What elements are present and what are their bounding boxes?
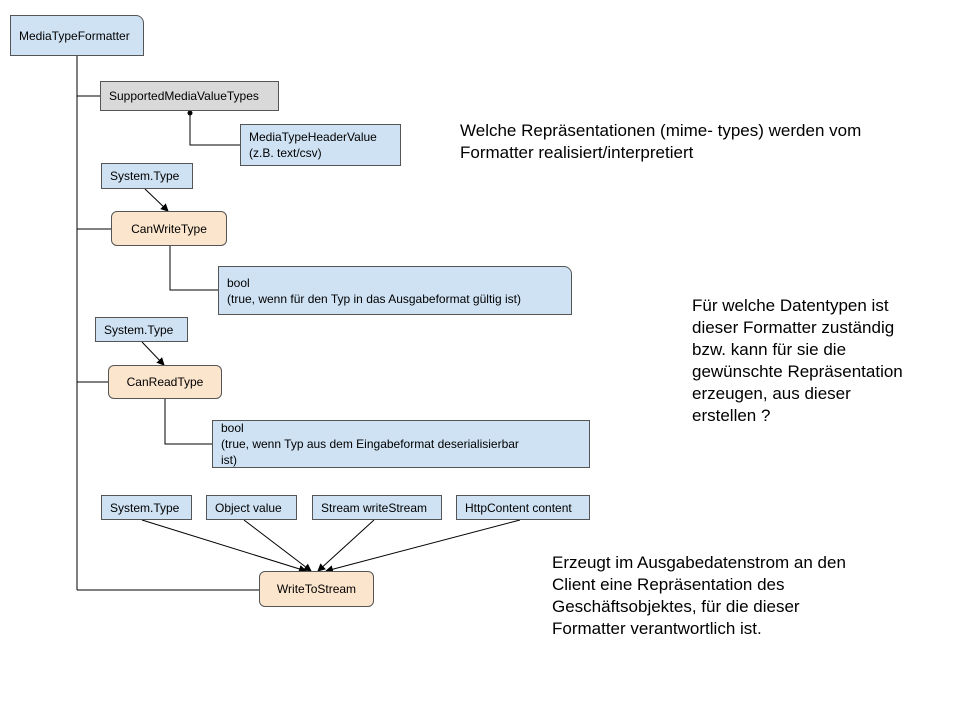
- arrow-type3-write: [141, 519, 307, 573]
- node-bool-2-label: bool: [221, 421, 244, 435]
- node-http-content-content: HttpContent content: [456, 495, 590, 520]
- node-bool-1: bool (true, wenn für den Typ in das Ausg…: [218, 266, 572, 315]
- note-mime-types-line: Welche Repräsentationen (mime- types) we…: [460, 121, 862, 140]
- node-media-type-formatter: MediaTypeFormatter: [10, 15, 144, 56]
- note-write-stream-line: Formatter verantwortlich ist.: [552, 619, 762, 638]
- note-write-stream: Erzeugt im Ausgabedatenstrom an den Clie…: [552, 552, 846, 640]
- note-write-stream-line: Client eine Repräsentation des: [552, 575, 785, 594]
- note-write-stream-line: Erzeugt im Ausgabedatenstrom an den: [552, 553, 846, 572]
- node-system-type-2: System.Type: [95, 317, 188, 342]
- node-system-type-3: System.Type: [101, 495, 192, 520]
- node-system-type-1: System.Type: [101, 163, 193, 189]
- node-can-read-type: CanReadType: [108, 365, 222, 399]
- arrow-object-write: [243, 519, 312, 572]
- note-write-stream-line: Geschäftsobjektes, für die dieser: [552, 597, 800, 616]
- node-media-type-formatter-label: MediaTypeFormatter: [19, 28, 130, 43]
- node-stream-write-stream: Stream writeStream: [312, 495, 442, 520]
- note-data-types-line: bzw. kann für sie die: [692, 340, 847, 359]
- node-can-read-type-label: CanReadType: [126, 375, 204, 389]
- node-stream-write-stream-label: Stream writeStream: [321, 500, 428, 515]
- node-bool-2-desc-line1: (true, wenn Typ aus dem Eingabeformat de…: [221, 437, 519, 451]
- node-write-to-stream-label: WriteToStream: [276, 582, 357, 596]
- node-media-type-header-value-example: (z.B. text/csv): [249, 146, 322, 160]
- note-data-types: Für welche Datentypen ist dieser Formatt…: [692, 295, 903, 427]
- note-data-types-line: dieser Formatter zuständig: [692, 318, 895, 337]
- arrow-type1-canwrite: [144, 188, 169, 212]
- note-data-types-line: Für welche Datentypen ist: [692, 296, 889, 315]
- note-data-types-line: erzeugen, aus dieser: [692, 384, 851, 403]
- node-media-type-header-value: MediaTypeHeaderValue (z.B. text/csv): [240, 124, 401, 166]
- node-bool-1-desc: (true, wenn für den Typ in das Ausgabefo…: [227, 291, 521, 306]
- node-bool-1-label: bool: [227, 275, 250, 290]
- node-supported-media-value-types: SupportedMediaValueTypes: [100, 81, 279, 111]
- note-mime-types-line: Formatter realisiert/interpretiert: [460, 143, 694, 162]
- node-system-type-3-label: System.Type: [110, 500, 180, 515]
- node-supported-media-value-types-label: SupportedMediaValueTypes: [109, 89, 259, 103]
- aggregation-dot: [187, 110, 193, 116]
- note-data-types-line: gewünschte Repräsentation: [692, 362, 903, 381]
- arrow-http-write: [325, 519, 521, 574]
- node-bool-2: bool (true, wenn Typ aus dem Eingabeform…: [212, 420, 590, 468]
- node-object-value: Object value: [206, 495, 297, 520]
- node-can-write-type-label: CanWriteType: [131, 221, 207, 236]
- node-http-content-content-label: HttpContent content: [465, 500, 572, 515]
- note-data-types-line: erstellen ?: [692, 406, 771, 425]
- node-system-type-1-label: System.Type: [110, 169, 180, 183]
- arrow-stream-write: [317, 519, 375, 572]
- arrow-type2-canread: [141, 341, 165, 366]
- node-object-value-label: Object value: [215, 500, 282, 515]
- node-system-type-2-label: System.Type: [104, 322, 174, 337]
- supported-to-header: [189, 113, 240, 146]
- note-mime-types: Welche Repräsentationen (mime- types) we…: [460, 120, 861, 164]
- node-can-write-type: CanWriteType: [111, 211, 227, 246]
- canwrite-to-bool: [169, 246, 218, 291]
- canread-to-bool: [164, 399, 212, 445]
- node-bool-2-desc-line2: ist): [221, 453, 237, 467]
- node-write-to-stream: WriteToStream: [259, 571, 374, 607]
- node-media-type-header-value-label: MediaTypeHeaderValue: [249, 130, 377, 144]
